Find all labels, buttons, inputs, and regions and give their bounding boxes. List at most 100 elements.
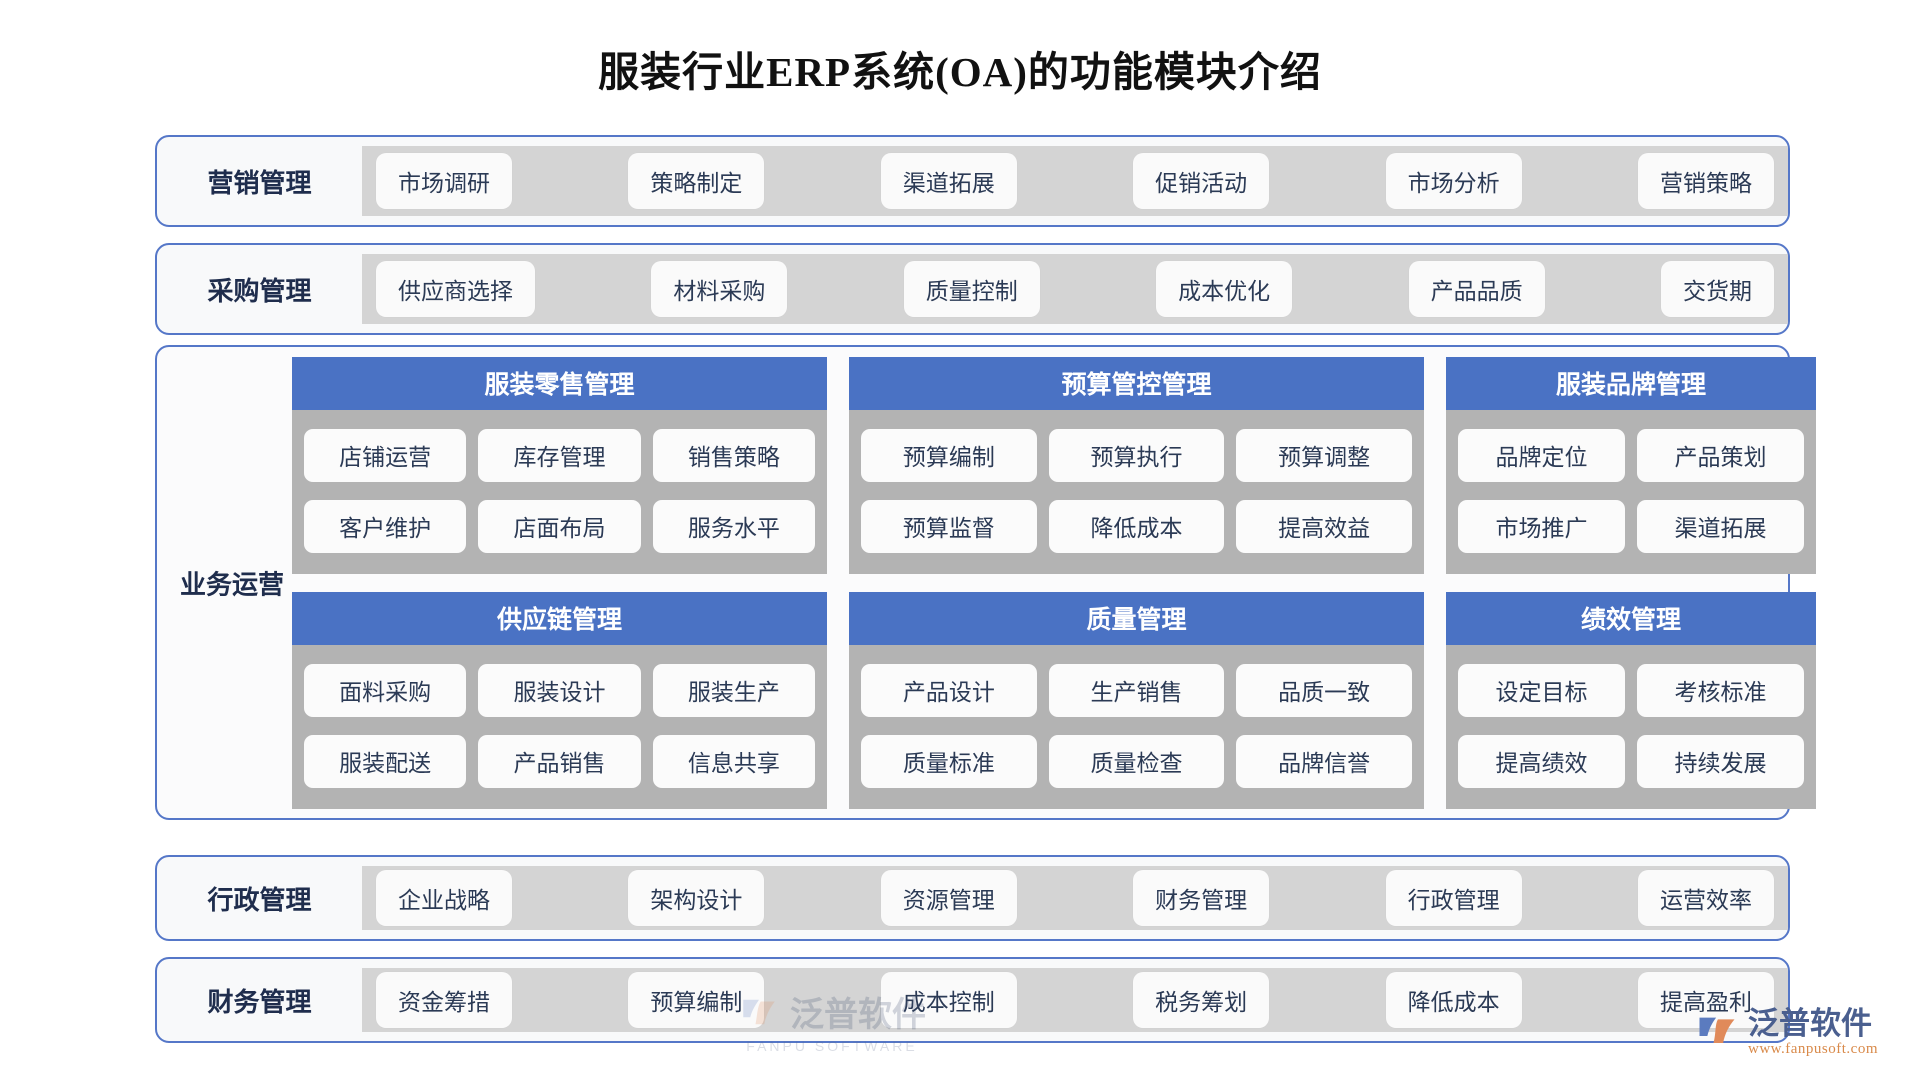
footer-logo-url: www.fanpusoft.com bbox=[1747, 1041, 1878, 1057]
chip-finance-1[interactable]: 预算编制 bbox=[628, 972, 765, 1028]
chip-budget-3[interactable]: 预算监督 bbox=[861, 500, 1037, 553]
chip-admin-0[interactable]: 企业战略 bbox=[376, 870, 512, 926]
chip-brand-3[interactable]: 渠道拓展 bbox=[1637, 500, 1804, 553]
chip-finance-0[interactable]: 资金筹措 bbox=[376, 972, 512, 1028]
chip-quality-5[interactable]: 品牌信誉 bbox=[1236, 735, 1413, 788]
chip-supply-2[interactable]: 服装生产 bbox=[652, 664, 815, 717]
chip-supply-4[interactable]: 产品销售 bbox=[478, 735, 641, 788]
band-label-finance: 财务管理 bbox=[207, 987, 312, 1017]
band-administration: 行政管理 企业战略 架构设计 资源管理 财务管理 行政管理 运营效率 bbox=[155, 855, 1790, 941]
panel-budget-control: 预算管控管理 预算编制 预算执行 预算调整 预算监督 降低成本 提高效益 bbox=[849, 357, 1424, 574]
band-finance: 财务管理 资金筹措 预算编制 成本控制 税务筹划 降低成本 提高盈利 bbox=[155, 957, 1790, 1043]
chip-procurement-2[interactable]: 质量控制 bbox=[903, 261, 1040, 317]
chip-performance-0[interactable]: 设定目标 bbox=[1458, 664, 1625, 717]
chip-retail-3[interactable]: 客户维护 bbox=[304, 500, 467, 553]
chip-finance-4[interactable]: 降低成本 bbox=[1385, 972, 1522, 1028]
chip-brand-1[interactable]: 产品策划 bbox=[1637, 429, 1804, 482]
chip-marketing-0[interactable]: 市场调研 bbox=[376, 153, 512, 209]
band-strip-finance: 资金筹措 预算编制 成本控制 税务筹划 降低成本 提高盈利 bbox=[362, 968, 1788, 1032]
chip-marketing-5[interactable]: 营销策略 bbox=[1637, 153, 1774, 209]
panel-apparel-brand: 服装品牌管理 品牌定位 产品策划 市场推广 渠道拓展 bbox=[1446, 357, 1816, 574]
chip-supply-5[interactable]: 信息共享 bbox=[652, 735, 815, 788]
chip-performance-1[interactable]: 考核标准 bbox=[1637, 664, 1804, 717]
chip-quality-0[interactable]: 产品设计 bbox=[861, 664, 1037, 717]
chip-quality-1[interactable]: 生产销售 bbox=[1048, 664, 1225, 717]
band-strip-administration: 企业战略 架构设计 资源管理 财务管理 行政管理 运营效率 bbox=[362, 866, 1788, 930]
chip-quality-4[interactable]: 质量检查 bbox=[1048, 735, 1225, 788]
band-strip-procurement: 供应商选择 材料采购 质量控制 成本优化 产品品质 交货期 bbox=[362, 254, 1788, 324]
panel-header-apparel-retail: 服装零售管理 bbox=[292, 357, 827, 410]
chip-retail-2[interactable]: 销售策略 bbox=[652, 429, 815, 482]
panel-apparel-retail: 服装零售管理 店铺运营 库存管理 销售策略 客户维护 店面布局 服务水平 bbox=[292, 357, 827, 574]
chip-quality-3[interactable]: 质量标准 bbox=[861, 735, 1037, 788]
panel-row: 品牌定位 产品策划 bbox=[1458, 429, 1804, 482]
chip-procurement-1[interactable]: 材料采购 bbox=[651, 261, 788, 317]
panel-row: 面料采购 服装设计 服装生产 bbox=[304, 664, 815, 717]
chip-performance-3[interactable]: 持续发展 bbox=[1637, 735, 1804, 788]
chip-retail-5[interactable]: 服务水平 bbox=[652, 500, 815, 553]
panel-header-quality: 质量管理 bbox=[849, 592, 1424, 645]
chip-budget-2[interactable]: 预算调整 bbox=[1236, 429, 1413, 482]
chip-marketing-2[interactable]: 渠道拓展 bbox=[880, 153, 1017, 209]
chip-admin-5[interactable]: 运营效率 bbox=[1637, 870, 1774, 926]
chip-budget-0[interactable]: 预算编制 bbox=[861, 429, 1037, 482]
chip-admin-1[interactable]: 架构设计 bbox=[628, 870, 765, 926]
band-procurement: 采购管理 供应商选择 材料采购 质量控制 成本优化 产品品质 交货期 bbox=[155, 243, 1790, 335]
chip-supply-1[interactable]: 服装设计 bbox=[478, 664, 641, 717]
panel-body-quality: 产品设计 生产销售 品质一致 质量标准 质量检查 品牌信誉 bbox=[849, 645, 1424, 809]
chip-brand-0[interactable]: 品牌定位 bbox=[1458, 429, 1625, 482]
chip-procurement-5[interactable]: 交货期 bbox=[1660, 261, 1774, 317]
panel-row: 服装配送 产品销售 信息共享 bbox=[304, 735, 815, 788]
chip-procurement-4[interactable]: 产品品质 bbox=[1408, 261, 1545, 317]
chip-procurement-3[interactable]: 成本优化 bbox=[1156, 261, 1293, 317]
chip-marketing-4[interactable]: 市场分析 bbox=[1385, 153, 1522, 209]
panel-row: 预算编制 预算执行 预算调整 bbox=[861, 429, 1413, 482]
band-marketing: 营销管理 市场调研 策略制定 渠道拓展 促销活动 市场分析 营销策略 bbox=[155, 135, 1790, 227]
panel-row: 预算监督 降低成本 提高效益 bbox=[861, 500, 1413, 553]
chip-performance-2[interactable]: 提高绩效 bbox=[1458, 735, 1625, 788]
chip-admin-2[interactable]: 资源管理 bbox=[880, 870, 1017, 926]
panel-header-apparel-brand: 服装品牌管理 bbox=[1446, 357, 1816, 410]
chip-marketing-3[interactable]: 促销活动 bbox=[1133, 153, 1270, 209]
band-label-procurement: 采购管理 bbox=[207, 276, 312, 306]
panel-header-performance: 绩效管理 bbox=[1446, 592, 1816, 645]
chip-retail-0[interactable]: 店铺运营 bbox=[304, 429, 467, 482]
footer-logo: 泛普软件 www.fanpusoft.com bbox=[1696, 1008, 1878, 1058]
chip-retail-1[interactable]: 库存管理 bbox=[478, 429, 641, 482]
chip-retail-4[interactable]: 店面布局 bbox=[478, 500, 641, 553]
chip-admin-3[interactable]: 财务管理 bbox=[1133, 870, 1270, 926]
chip-quality-2[interactable]: 品质一致 bbox=[1236, 664, 1413, 717]
chip-supply-3[interactable]: 服装配送 bbox=[304, 735, 467, 788]
panel-row: 提高绩效 持续发展 bbox=[1458, 735, 1804, 788]
chip-budget-4[interactable]: 降低成本 bbox=[1048, 500, 1225, 553]
panel-row: 市场推广 渠道拓展 bbox=[1458, 500, 1804, 553]
chip-finance-3[interactable]: 税务筹划 bbox=[1133, 972, 1270, 1028]
chip-marketing-1[interactable]: 策略制定 bbox=[628, 153, 765, 209]
band-strip-marketing: 市场调研 策略制定 渠道拓展 促销活动 市场分析 营销策略 bbox=[362, 146, 1788, 216]
panel-body-supply-chain: 面料采购 服装设计 服装生产 服装配送 产品销售 信息共享 bbox=[292, 645, 827, 809]
chip-budget-5[interactable]: 提高效益 bbox=[1236, 500, 1413, 553]
chip-admin-4[interactable]: 行政管理 bbox=[1385, 870, 1522, 926]
footer-logo-name: 泛普软件 bbox=[1747, 1006, 1872, 1042]
panel-body-apparel-retail: 店铺运营 库存管理 销售策略 客户维护 店面布局 服务水平 bbox=[292, 410, 827, 574]
panel-body-apparel-brand: 品牌定位 产品策划 市场推广 渠道拓展 bbox=[1446, 410, 1816, 574]
panel-quality: 质量管理 产品设计 生产销售 品质一致 质量标准 质量检查 品牌信誉 bbox=[849, 592, 1424, 809]
panel-row: 设定目标 考核标准 bbox=[1458, 664, 1804, 717]
chip-finance-2[interactable]: 成本控制 bbox=[880, 972, 1017, 1028]
business-panel-grid: 服装零售管理 店铺运营 库存管理 销售策略 客户维护 店面布局 服务水平 bbox=[292, 357, 1816, 809]
band-label-marketing: 营销管理 bbox=[207, 168, 312, 198]
chip-supply-0[interactable]: 面料采购 bbox=[304, 664, 467, 717]
chip-procurement-0[interactable]: 供应商选择 bbox=[376, 261, 535, 317]
chip-brand-2[interactable]: 市场推广 bbox=[1458, 500, 1625, 553]
fanpu-logo-icon bbox=[1699, 1018, 1735, 1044]
panel-row: 客户维护 店面布局 服务水平 bbox=[304, 500, 815, 553]
panel-row: 产品设计 生产销售 品质一致 bbox=[861, 664, 1413, 717]
chip-budget-1[interactable]: 预算执行 bbox=[1048, 429, 1225, 482]
panel-body-performance: 设定目标 考核标准 提高绩效 持续发展 bbox=[1446, 645, 1816, 809]
panel-row: 质量标准 质量检查 品牌信誉 bbox=[861, 735, 1413, 788]
band-label-administration: 行政管理 bbox=[207, 885, 312, 915]
panel-header-supply-chain: 供应链管理 bbox=[292, 592, 827, 645]
panel-row: 店铺运营 库存管理 销售策略 bbox=[304, 429, 815, 482]
panel-performance: 绩效管理 设定目标 考核标准 提高绩效 持续发展 bbox=[1446, 592, 1816, 809]
band-business-operations: 业务运营 泛普软件 FANPU SOFTWARE 服装零售管理 店铺运营 库存管… bbox=[155, 345, 1816, 1054]
